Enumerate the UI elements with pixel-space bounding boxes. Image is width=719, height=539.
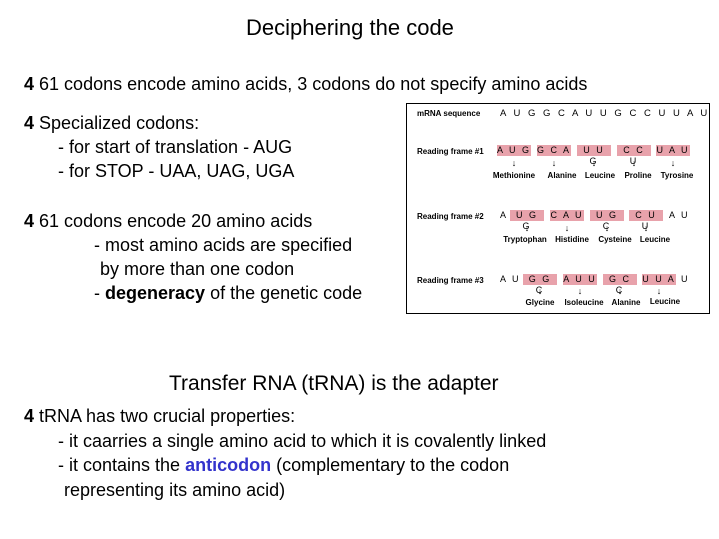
mrna-sequence: A U G G C A U U G C C U U A U [500, 108, 710, 119]
amino-acid-label: Methionine [492, 171, 536, 180]
specialized-heading-text: Specialized codons: [39, 113, 200, 133]
stop-codon-line: - for STOP - UAA, UAG, UGA [58, 161, 295, 181]
amino-acid-label: Tyrosine [660, 171, 694, 180]
arrow-down-icon: ↓ [617, 286, 623, 296]
frame1-codon: U A U [656, 145, 690, 156]
degeneracy-line-3-suffix: of the genetic code [205, 283, 363, 303]
degeneracy-line-1: - most amino acids are specified [94, 235, 353, 255]
reading-frame-1-label: Reading frame #1 [417, 147, 484, 156]
frame2-trail-bases: A U [669, 210, 690, 220]
amino-acid-label: Isoleucine [564, 298, 604, 307]
frame3-lead-bases: A U [500, 274, 521, 284]
arrow-down-icon: ↓ [537, 286, 543, 296]
arrow-down-icon: ↓ [643, 223, 649, 233]
amino-acid-label: Alanine [611, 298, 641, 307]
trna-line-2: - it contains the anticodon (complementa… [58, 455, 509, 476]
frame1-codon: A U G [497, 145, 532, 156]
degeneracy-line-3: - degeneracy of the genetic code [94, 283, 362, 304]
specialized-heading: 4 Specialized codons: [24, 113, 199, 134]
trna-line-2-prefix: - it contains the [58, 455, 186, 475]
amino-acid-label: Leucine [584, 171, 616, 180]
arrow-down-icon: ↓ [604, 223, 610, 233]
frame2-codon: C U U [629, 210, 663, 231]
trna-line-2-suffix: (complementary to the codon [271, 455, 510, 475]
bullet-icon: 4 [24, 211, 35, 231]
reading-frame-2-label: Reading frame #2 [417, 212, 484, 221]
degeneracy-heading: 4 61 codons encode 20 amino acids [24, 211, 312, 232]
frame3-codon: G G C [523, 274, 557, 295]
frame3-codon: U U A [642, 274, 676, 285]
frame1-codon: U U G [577, 145, 611, 166]
trna-line-3: representing its amino acid) [64, 480, 286, 500]
arrow-down-icon: ↓ [524, 223, 530, 233]
codons-statement-text: 61 codons encode amino acids, 3 codons d… [39, 74, 588, 94]
trna-heading: 4 tRNA has two crucial properties: [24, 406, 295, 427]
bullet-icon: 4 [24, 113, 35, 133]
degeneracy-heading-text: 61 codons encode 20 amino acids [39, 211, 313, 231]
anticodon-term: anticodon [185, 455, 272, 475]
arrow-down-icon: ↓ [591, 158, 597, 168]
arrow-down-icon: ↓ [670, 158, 676, 168]
degeneracy-line-2: by more than one codon [100, 259, 295, 279]
reading-frame-3-label: Reading frame #3 [417, 276, 484, 285]
frame2-codon: U G C [590, 210, 624, 231]
frame1-codon: G C A [537, 145, 572, 156]
amino-acid-label: Tryptophan [503, 235, 547, 244]
degeneracy-line-3-prefix: - [94, 283, 105, 303]
trna-heading-text: tRNA has two crucial properties: [39, 406, 296, 426]
amino-acid-label: Alanine [547, 171, 577, 180]
frame3-codon: A U U [563, 274, 597, 285]
reading-frames-figure: mRNA sequence A U G G C A U U G C C U U … [406, 103, 710, 314]
amino-acid-label: Histidine [555, 235, 589, 244]
arrow-down-icon: ↓ [551, 158, 557, 168]
arrow-down-icon: ↓ [656, 286, 662, 296]
frame3-trail-base: U [681, 274, 688, 284]
trna-title: Transfer RNA (tRNA) is the adapter [169, 372, 499, 395]
amino-acid-label: Glycine [525, 298, 555, 307]
frame3-codon: G C C [603, 274, 637, 295]
bullet-icon: 4 [24, 74, 35, 94]
frame1-codon: C C U [617, 145, 651, 166]
amino-acid-label: Proline [624, 171, 652, 180]
amino-acid-label: Leucine [649, 297, 681, 306]
frame2-lead-base: A [500, 210, 507, 220]
amino-acid-label: Cysteine [598, 235, 632, 244]
trna-line-1: - it caarries a single amino acid to whi… [58, 431, 547, 451]
frame2-codon: U G G [510, 210, 544, 231]
bullet-icon: 4 [24, 406, 35, 426]
codons-statement: 4 61 codons encode amino acids, 3 codons… [24, 74, 587, 95]
degeneracy-term: degeneracy [105, 283, 206, 303]
arrow-down-icon: ↓ [631, 158, 637, 168]
arrow-down-icon: ↓ [511, 158, 517, 168]
slide-title: Deciphering the code [246, 15, 454, 40]
arrow-down-icon: ↓ [564, 223, 570, 233]
mrna-label: mRNA sequence [417, 109, 481, 118]
start-codon-line: - for start of translation - AUG [58, 137, 293, 157]
frame2-codon: C A U [550, 210, 584, 221]
amino-acid-label: Leucine [639, 235, 671, 244]
arrow-down-icon: ↓ [577, 286, 583, 296]
